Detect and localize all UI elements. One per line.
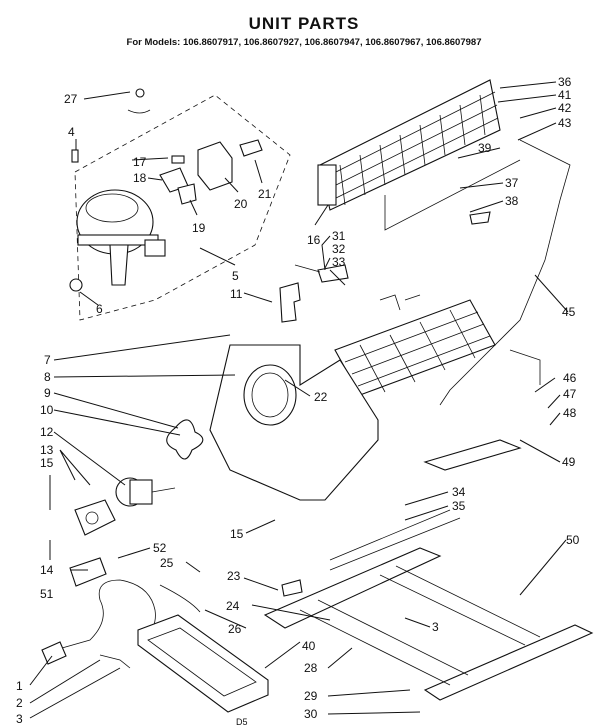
callout-18: 18 — [133, 171, 147, 185]
terminal-clip — [239, 139, 263, 157]
screw — [71, 149, 79, 163]
wire-harness — [159, 584, 201, 613]
callout-11: 11 — [230, 287, 243, 301]
callout-labels: 27 4 17 18 19 20 21 5 6 11 7 8 9 10 12 1… — [16, 75, 580, 727]
callout-29: 29 — [304, 689, 318, 703]
condenser-bracket — [384, 159, 521, 231]
fan-blade — [166, 419, 204, 460]
capacitor — [69, 557, 107, 587]
roller — [281, 579, 303, 597]
callout-34: 34 — [452, 485, 466, 499]
callout-12: 12 — [40, 425, 54, 439]
leader-lines — [29, 81, 569, 719]
callout-37: 37 — [505, 176, 519, 190]
callout-25: 25 — [160, 556, 174, 570]
callout-49: 49 — [562, 455, 576, 469]
base-frame — [263, 509, 594, 701]
callout-21: 21 — [258, 187, 272, 201]
callout-22: 22 — [314, 390, 328, 404]
callout-27: 27 — [64, 92, 78, 106]
model-numbers: For Models: 106.8607917, 106.8607927, 10… — [126, 37, 482, 48]
compressor-group-outline — [74, 94, 291, 321]
callout-5: 5 — [232, 269, 239, 283]
callout-9: 9 — [44, 386, 51, 400]
callout-31: 31 — [332, 229, 346, 243]
callout-33: 33 — [332, 255, 346, 269]
callout-1: 1 — [16, 679, 23, 693]
callout-15: 15 — [40, 456, 54, 470]
callout-3-lower: 3 — [432, 620, 439, 634]
callout-8: 8 — [44, 370, 51, 384]
condenser-fan-motor — [115, 477, 176, 507]
ground-wire — [99, 654, 131, 669]
callout-3: 3 — [16, 712, 23, 726]
callout-30: 30 — [304, 707, 318, 721]
callout-36: 36 — [558, 75, 572, 89]
drain-tube — [439, 139, 571, 406]
callout-7: 7 — [44, 353, 51, 367]
power-cord — [54, 579, 156, 651]
callout-43: 43 — [558, 116, 572, 130]
callout-28: 28 — [304, 661, 318, 675]
callout-38: 38 — [505, 194, 519, 208]
evaporator — [334, 299, 496, 396]
callout-23: 23 — [227, 569, 241, 583]
callout-13: 13 — [40, 443, 54, 457]
callout-48: 48 — [563, 406, 577, 420]
callout-4: 4 — [68, 125, 75, 139]
callout-19: 19 — [192, 221, 206, 235]
callout-17: 17 — [133, 155, 147, 169]
callout-35: 35 — [452, 499, 466, 513]
callout-41: 41 — [558, 88, 572, 102]
grommet — [171, 155, 185, 164]
callout-39: 39 — [478, 141, 492, 155]
crossbar — [423, 439, 522, 471]
callout-32: 32 — [332, 242, 346, 256]
callout-46: 46 — [563, 371, 577, 385]
callout-50: 50 — [566, 533, 580, 547]
callout-24: 24 — [226, 599, 240, 613]
fan-shroud — [209, 344, 379, 501]
washer — [135, 88, 145, 98]
relay-cover — [197, 141, 233, 191]
motor-mount — [74, 499, 116, 536]
callout-52: 52 — [153, 541, 167, 555]
footer-code: D5 — [236, 717, 248, 727]
bracket-46 — [509, 349, 541, 385]
callout-2: 2 — [16, 696, 23, 710]
callout-20: 20 — [234, 197, 248, 211]
drain-pan — [137, 614, 269, 713]
callout-15-lower: 15 — [230, 527, 244, 541]
callout-42: 42 — [558, 101, 572, 115]
motor-bracket — [279, 282, 301, 323]
compressor — [76, 189, 166, 286]
callout-45: 45 — [562, 305, 576, 319]
defrost-heater-wire — [294, 264, 321, 273]
diagram-title: UNIT PARTS — [248, 14, 360, 33]
callout-10: 10 — [40, 403, 54, 417]
clamp — [469, 211, 491, 225]
overload — [177, 183, 197, 205]
callout-40: 40 — [302, 639, 316, 653]
condenser — [317, 79, 501, 211]
accumulator — [379, 294, 421, 311]
callout-16: 16 — [307, 233, 321, 247]
callout-6: 6 — [96, 302, 103, 316]
mount-grommet — [69, 278, 83, 292]
callout-26: 26 — [228, 622, 242, 636]
power-plug — [41, 641, 67, 665]
callout-47: 47 — [563, 387, 577, 401]
callout-51: 51 — [40, 587, 54, 601]
callout-14: 14 — [40, 563, 54, 577]
